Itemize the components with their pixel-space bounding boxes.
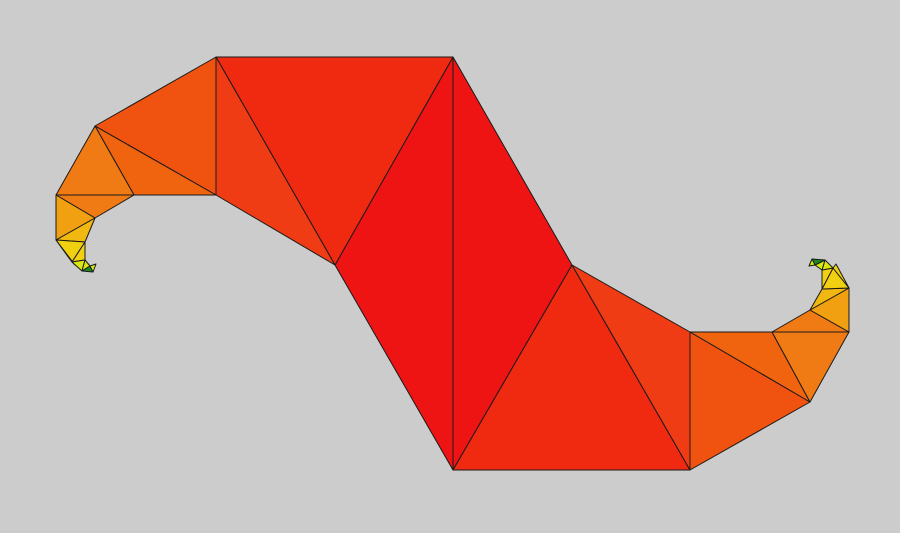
fractal-triangle	[808, 258, 816, 267]
fractal-triangle	[832, 263, 850, 289]
fractal-triangle	[89, 263, 97, 273]
